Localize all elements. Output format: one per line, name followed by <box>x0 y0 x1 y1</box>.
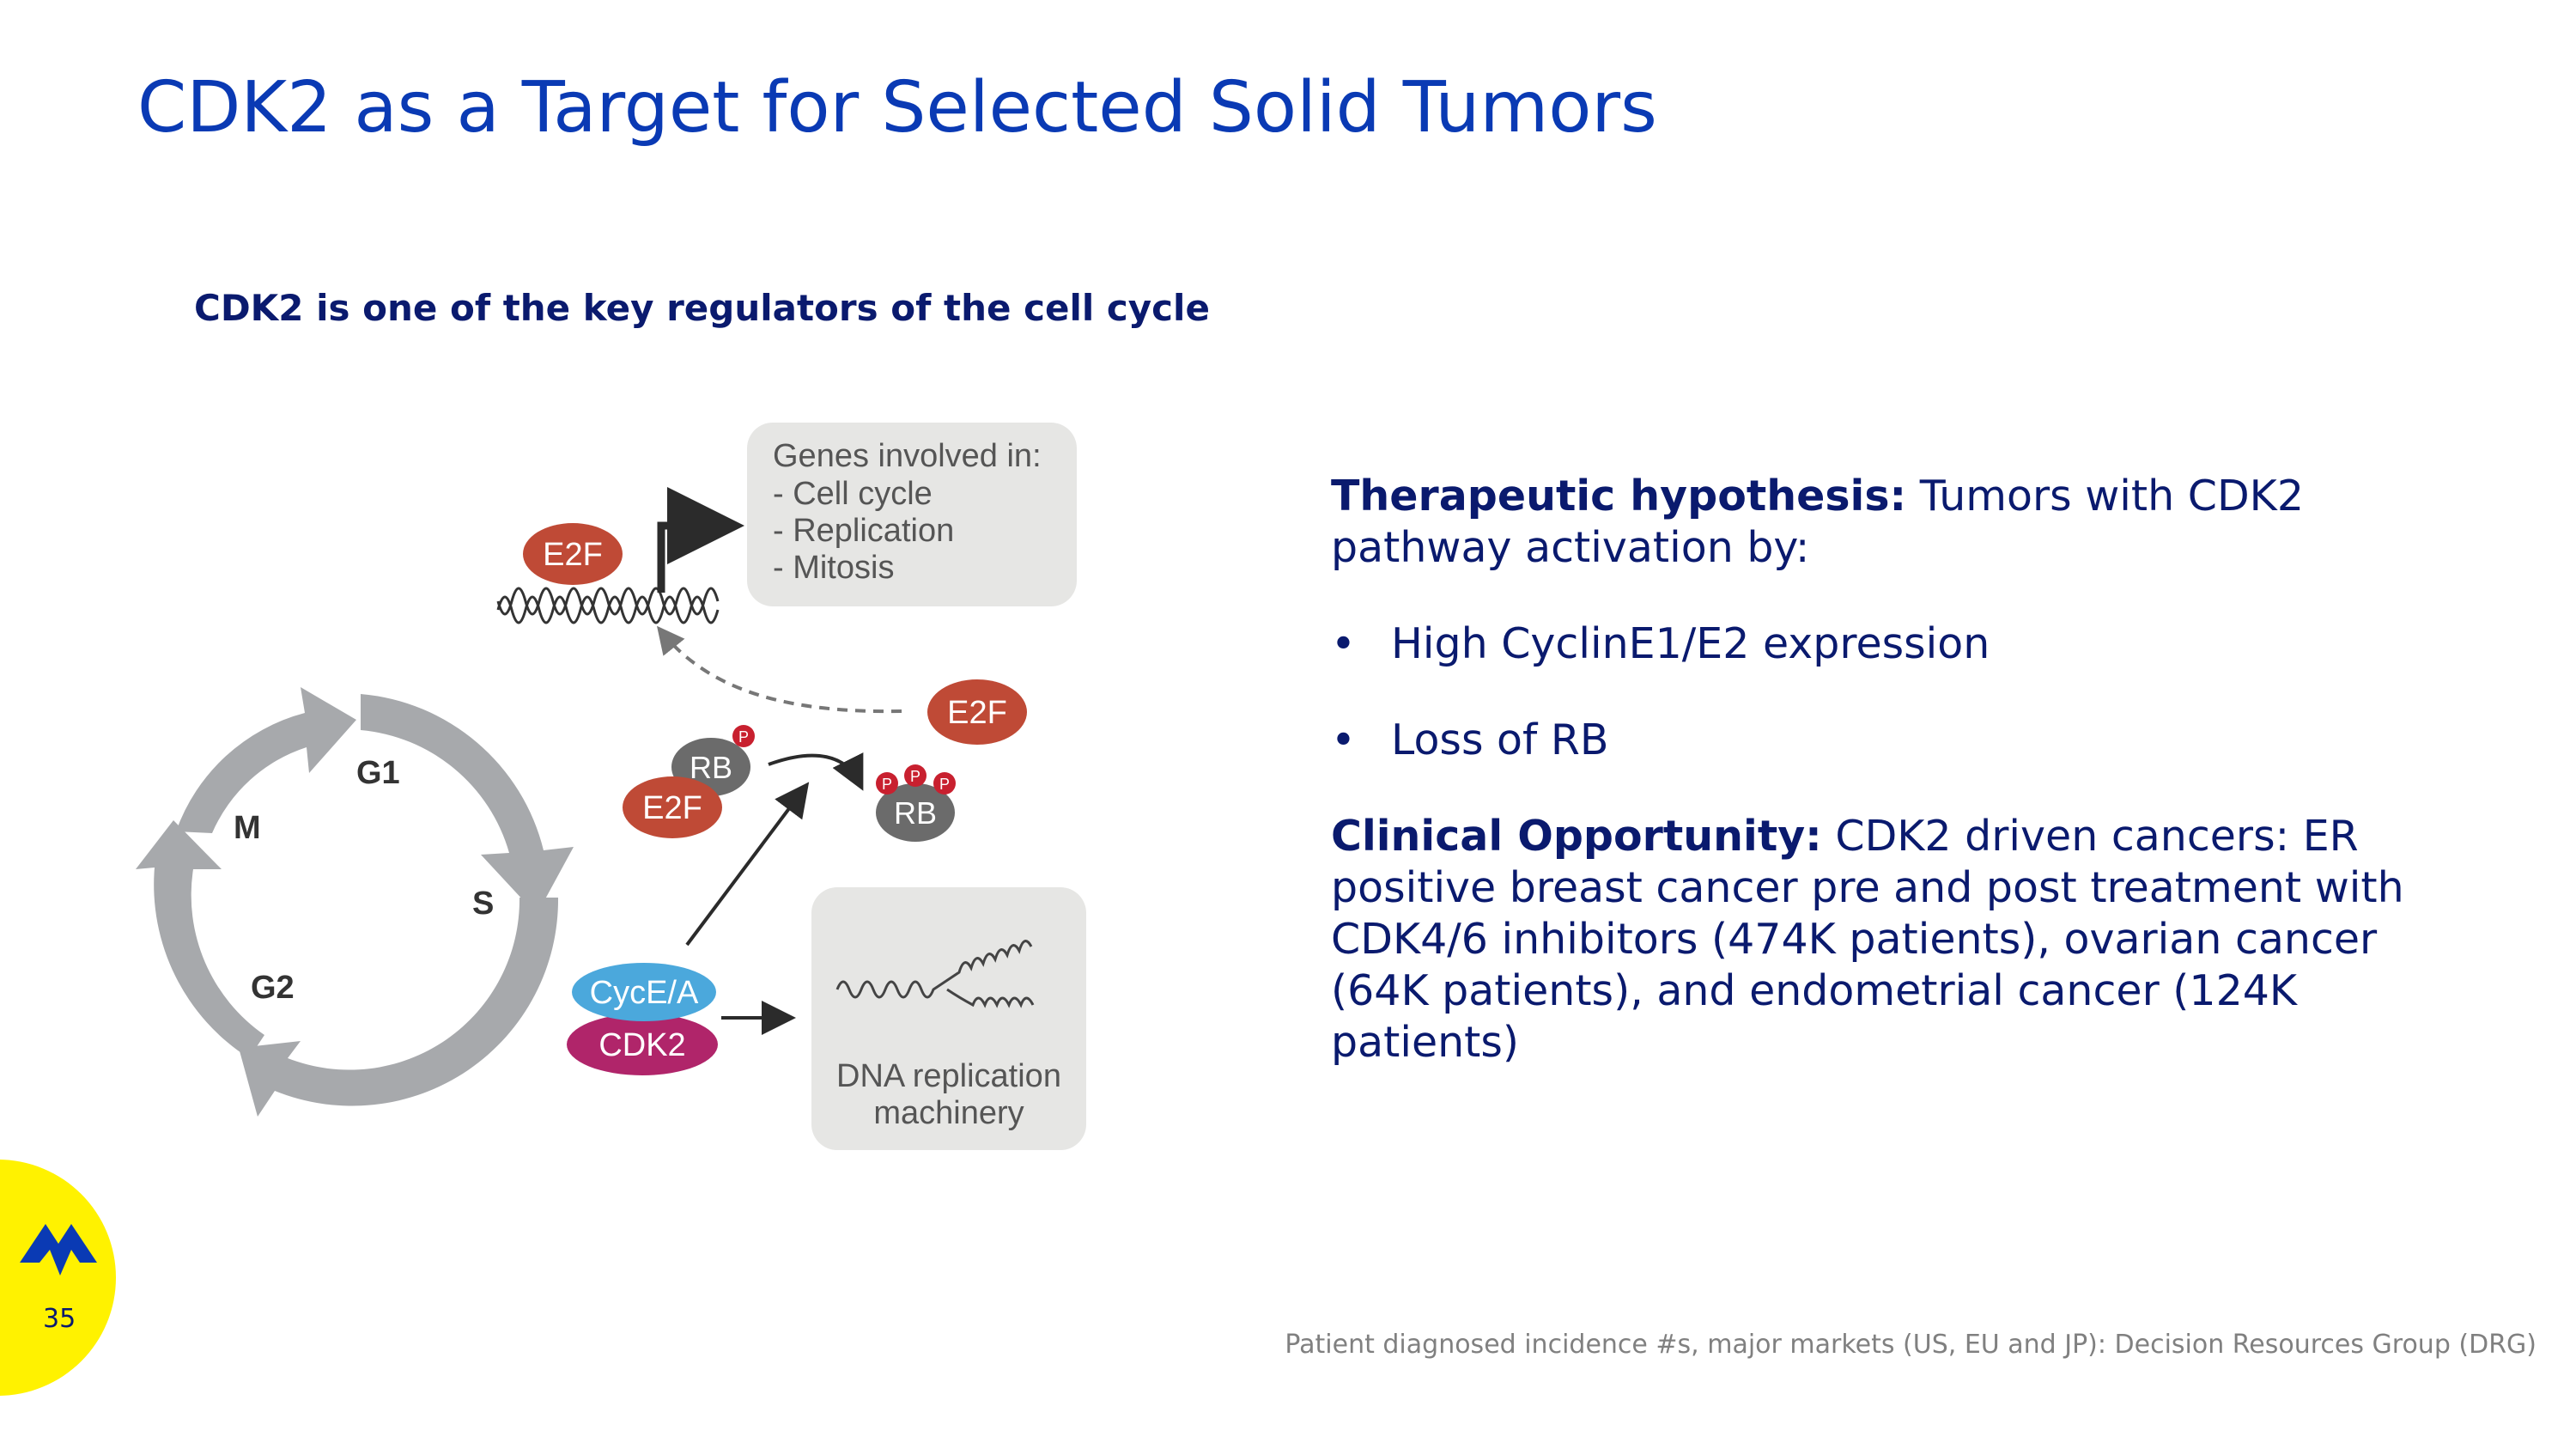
svg-text:- Replication: - Replication <box>773 513 954 549</box>
bullet-dot: • <box>1331 715 1356 764</box>
bullet-item: • High CyclinE1/E2 expression <box>1331 618 2473 670</box>
bullet-text: High CyclinE1/E2 expression <box>1391 619 1990 668</box>
svg-text:P: P <box>910 768 920 785</box>
svg-text:- Mitosis: - Mitosis <box>773 550 894 586</box>
svg-text:machinery: machinery <box>873 1095 1024 1131</box>
cdk2-protein <box>567 1014 718 1075</box>
dna-strand-bottom <box>496 587 720 616</box>
company-logo-icon <box>20 1224 97 1275</box>
svg-text:RB: RB <box>690 750 732 785</box>
svg-text:CycE/A: CycE/A <box>590 975 699 1011</box>
clinical-text: CDK2 driven cancers: ER positive breast … <box>1331 812 2404 1067</box>
cycle-arc-s-g2 <box>239 898 559 1117</box>
transcription-start-arrow <box>657 487 744 593</box>
svg-text:E2F: E2F <box>947 695 1007 731</box>
phase-g2: G2 <box>251 970 295 1006</box>
hypothesis-paragraph: Therapeutic hypothesis: Tumors with CDK2… <box>1331 471 2473 574</box>
svg-text:- Cell cycle: - Cell cycle <box>773 476 933 512</box>
svg-text:P: P <box>882 776 892 793</box>
svg-text:P: P <box>738 728 749 746</box>
phase-m: M <box>234 810 261 846</box>
svg-text:DNA replication: DNA replication <box>836 1058 1061 1094</box>
svg-text:P: P <box>939 776 950 793</box>
dna-replication-box <box>811 887 1086 1150</box>
page-title: CDK2 as a Target for Selected Solid Tumo… <box>137 67 1657 149</box>
cycea-protein <box>572 963 716 1021</box>
footnote: Patient diagnosed incidence #s, major ma… <box>1285 1330 2537 1360</box>
cycle-arc-g1-s <box>361 694 574 915</box>
clinical-paragraph: Clinical Opportunity: CDK2 driven cancer… <box>1331 811 2473 1068</box>
hypothesis-text: Tumors with CDK2 pathway activation by: <box>1331 472 2304 572</box>
clinical-label: Clinical Opportunity: <box>1331 812 1822 861</box>
phase-g1: G1 <box>356 755 400 791</box>
genes-box <box>747 423 1077 606</box>
e2f-recruit-arrow <box>656 625 902 714</box>
svg-text:E2F: E2F <box>543 537 603 573</box>
phase-s: S <box>472 886 494 922</box>
bullet-item: • Loss of RB <box>1331 715 2473 766</box>
cdk2-to-rb-arrow <box>685 782 810 947</box>
dna-strand-top <box>496 595 720 624</box>
cycle-arc-g2-m <box>136 820 264 1058</box>
svg-text:E2F: E2F <box>642 790 702 826</box>
bullet-dot: • <box>1331 619 1356 668</box>
replication-fork <box>835 940 1035 1008</box>
svg-text:CDK2: CDK2 <box>598 1027 685 1063</box>
bullet-text: Loss of RB <box>1391 715 1609 764</box>
hypothesis-label: Therapeutic hypothesis: <box>1331 472 1907 521</box>
e2f-free <box>927 679 1027 745</box>
diagram-subtitle: CDK2 is one of the key regulators of the… <box>194 287 1210 329</box>
hypothesis-panel: Therapeutic hypothesis: Tumors with CDK2… <box>1331 471 2473 1068</box>
phosphorylation-arrow <box>768 752 864 791</box>
cell-cycle-diagram: G1 S G2 M Genes involved in: - Cell cycl… <box>136 423 1086 1150</box>
phospho-p <box>732 725 755 747</box>
cell-cycle-ring <box>136 687 574 1117</box>
rb-phosphorylated <box>876 783 955 842</box>
cycle-arc-m-g1 <box>176 687 356 833</box>
e2f-complex <box>623 776 722 838</box>
genes-box-text: Genes involved in: - Cell cycle - Replic… <box>773 438 1042 586</box>
svg-text:Genes involved in:: Genes involved in: <box>773 438 1042 474</box>
svg-text:RB: RB <box>894 795 937 831</box>
e2f-bound <box>523 523 623 585</box>
dna-box-text: DNA replication machinery <box>836 1058 1061 1131</box>
page-number: 35 <box>43 1304 76 1334</box>
